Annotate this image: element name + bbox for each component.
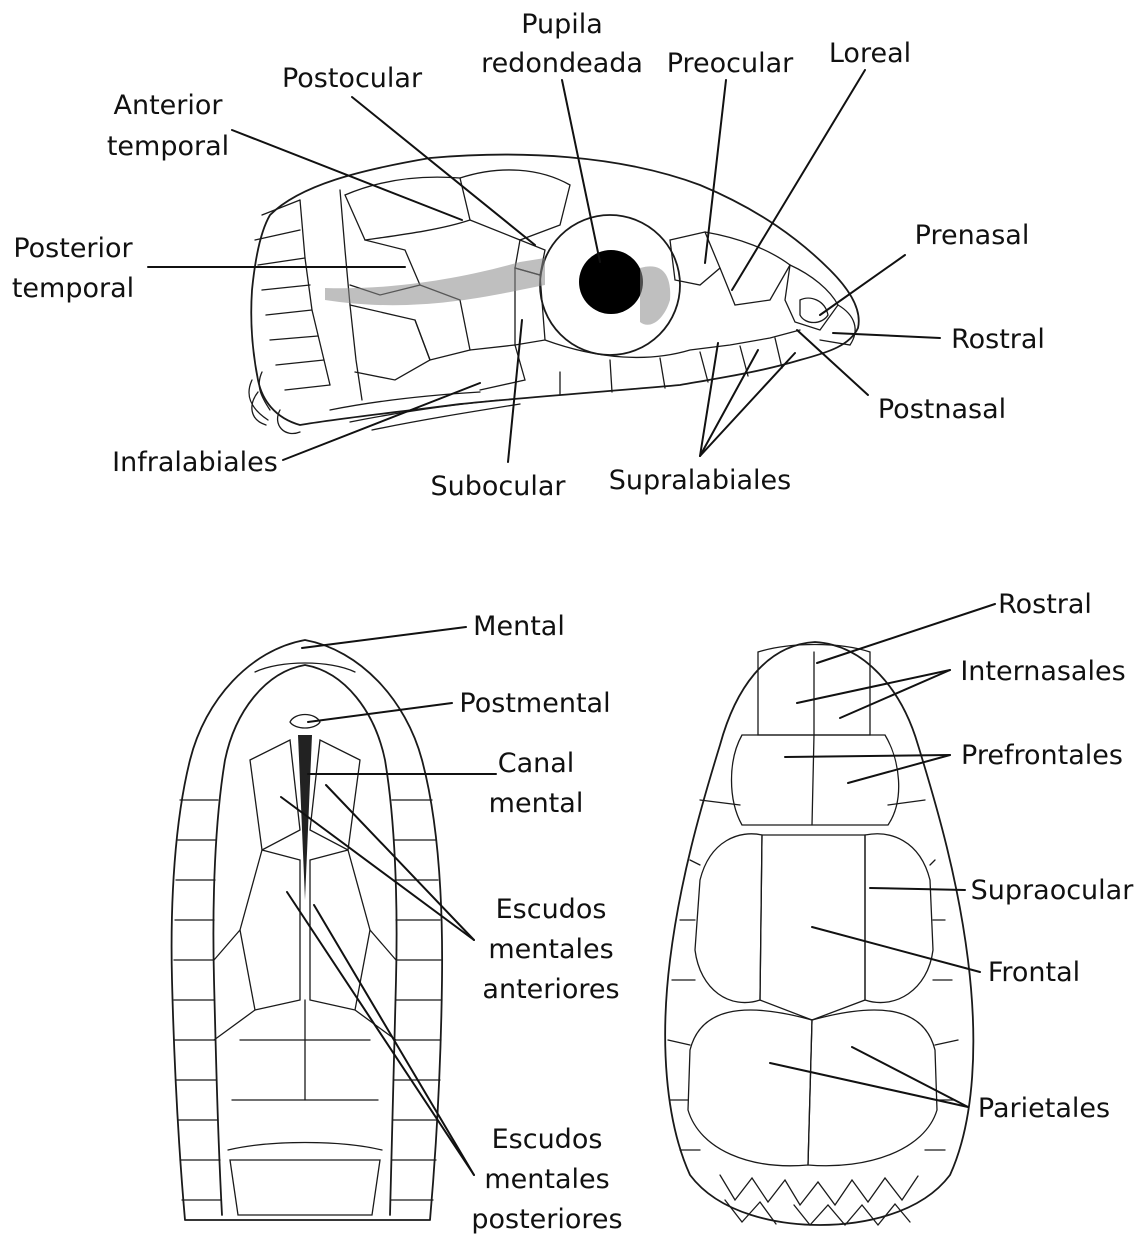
dorsal-labels: Rostral Internasales Prefrontales Suprao… <box>960 589 1134 1124</box>
label-postmental: Postmental <box>459 688 610 719</box>
label-frontal: Frontal <box>988 957 1080 988</box>
label-escudos-posteriores-line2: mentales <box>484 1164 609 1195</box>
label-parietales: Parietales <box>978 1093 1110 1124</box>
label-posterior-temporal-line2: temporal <box>12 273 134 304</box>
label-prefrontales: Prefrontales <box>961 740 1123 771</box>
label-escudos-posteriores-line1: Escudos <box>492 1124 603 1155</box>
label-escudos-anteriores-line1: Escudos <box>496 894 607 925</box>
label-escudos-posteriores-line3: posteriores <box>471 1204 622 1235</box>
label-supraocular: Supraocular <box>971 875 1135 906</box>
lateral-labels: Postocular Pupila redondeada Preocular L… <box>12 9 1045 502</box>
label-postnasal: Postnasal <box>878 394 1006 425</box>
label-subocular: Subocular <box>430 471 566 502</box>
label-infralabiales: Infralabiales <box>112 447 278 478</box>
pupil-icon <box>579 250 643 314</box>
label-escudos-anteriores-line3: anteriores <box>482 974 619 1005</box>
ventral-head-outline <box>172 640 443 1220</box>
label-anterior-temporal-line1: Anterior <box>113 90 223 121</box>
label-postocular: Postocular <box>282 63 423 94</box>
dorsal-view-drawing <box>665 642 973 1225</box>
label-anterior-temporal-line2: temporal <box>107 131 229 162</box>
label-escudos-anteriores-line2: mentales <box>488 934 613 965</box>
label-supralabiales: Supralabiales <box>609 465 791 496</box>
label-loreal: Loreal <box>829 38 911 69</box>
label-rostral-dorsal: Rostral <box>998 589 1092 620</box>
label-posterior-temporal-line1: Posterior <box>13 233 133 264</box>
label-preocular: Preocular <box>667 48 794 79</box>
label-pupila-line2: redondeada <box>481 48 643 79</box>
label-mental: Mental <box>473 611 565 642</box>
label-prenasal: Prenasal <box>915 220 1030 251</box>
ventral-labels: Mental Postmental Canal mental Escudos m… <box>459 611 622 1235</box>
label-canal-mental-line2: mental <box>489 788 584 819</box>
label-internasales: Internasales <box>960 656 1125 687</box>
dorsal-head-outline <box>665 642 973 1225</box>
label-pupila-line1: Pupila <box>521 9 603 40</box>
label-canal-mental-line1: Canal <box>498 748 575 779</box>
ventral-view-drawing <box>172 640 443 1220</box>
lateral-view-drawing <box>249 155 859 434</box>
label-rostral-lateral: Rostral <box>951 324 1045 355</box>
